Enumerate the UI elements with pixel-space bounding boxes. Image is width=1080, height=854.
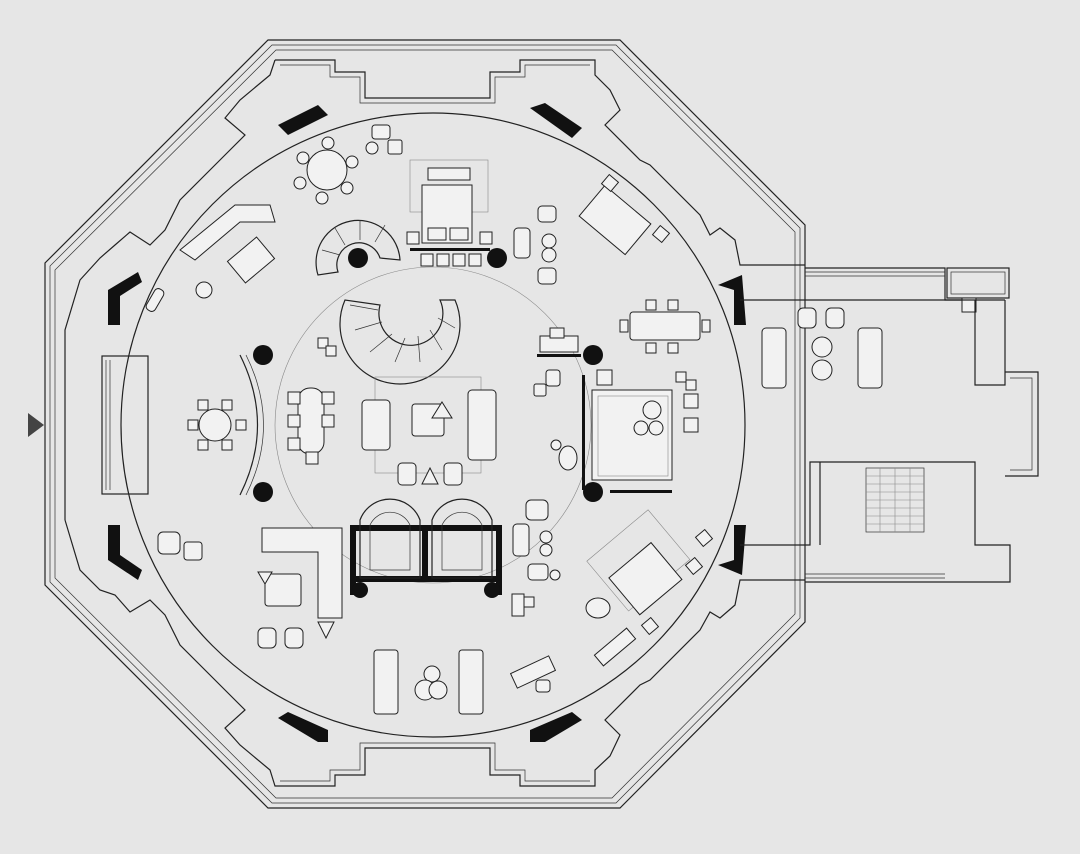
round-table-left [187, 399, 247, 451]
inner-ring [274, 266, 592, 584]
east-wing [740, 267, 1039, 583]
bed-lower-right [585, 509, 714, 667]
straight-staircase-icon [865, 467, 925, 533]
elevator-pair [350, 498, 502, 598]
dining-set-top-left [293, 124, 403, 205]
sofa-lower-left [157, 527, 343, 649]
entry-arrow-icon [28, 413, 44, 437]
columns [253, 248, 603, 502]
central-sofa-set [361, 376, 497, 486]
lounge-top-left [145, 204, 276, 312]
entrance-niche [101, 355, 149, 495]
main-hall-outline [120, 112, 746, 738]
lounge-bottom [373, 649, 557, 715]
dining-table-right [619, 299, 711, 354]
outer-octagon [44, 39, 806, 809]
bed-top [406, 159, 493, 267]
small-pieces-right-lower [511, 499, 561, 617]
study-right-upper [513, 173, 671, 285]
side-table-left [287, 337, 337, 465]
inner-walls [64, 59, 805, 787]
lounge-right [533, 327, 699, 493]
curved-partition [239, 354, 258, 496]
spiral-staircase-icon [315, 219, 461, 385]
window-pier-solids [108, 103, 746, 742]
